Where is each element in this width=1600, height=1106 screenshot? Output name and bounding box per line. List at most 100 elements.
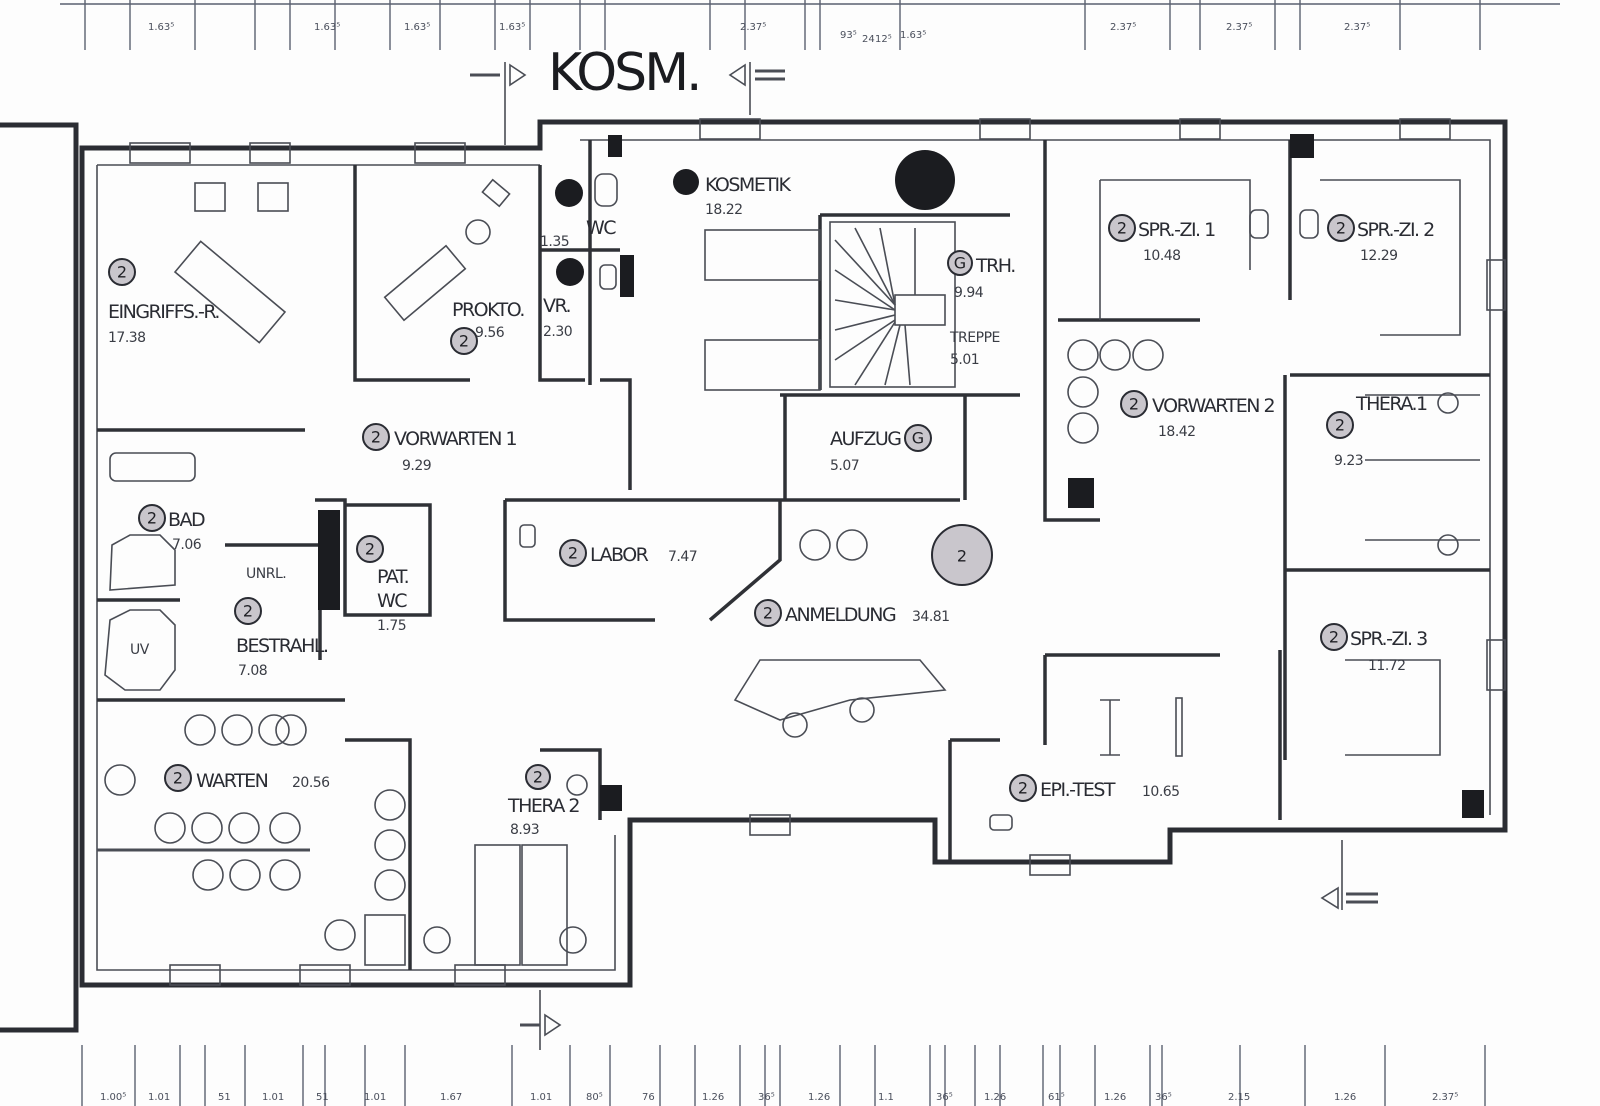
room-spr-zi-2: 2 SPR.-ZI. 212.29 bbox=[1327, 214, 1436, 264]
svg-text:VR.: VR. bbox=[543, 295, 570, 317]
svg-text:WARTEN: WARTEN bbox=[196, 770, 268, 792]
svg-text:G: G bbox=[912, 429, 924, 448]
plan-title: KOSM. bbox=[548, 43, 700, 103]
dim-bottom: 51 bbox=[316, 1092, 329, 1103]
svg-text:WC: WC bbox=[377, 590, 407, 612]
interior-walls bbox=[97, 140, 1490, 970]
dim-bottom: 36⁵ bbox=[758, 1092, 775, 1103]
svg-text:34.81: 34.81 bbox=[912, 609, 950, 625]
dim-top: 12⁵ bbox=[875, 34, 892, 45]
room-trh: G TRH.9.94 bbox=[947, 250, 1016, 301]
svg-text:BAD: BAD bbox=[168, 509, 205, 531]
svg-text:2: 2 bbox=[1018, 779, 1028, 798]
svg-text:WC: WC bbox=[586, 217, 616, 239]
dimension-chain-bottom: 1.00⁵ 1.01 51 1.01 51 1.01 1.67 1.01 80⁵… bbox=[81, 1045, 1486, 1106]
svg-text:LABOR: LABOR bbox=[590, 544, 649, 566]
room-spr-zi-3: 2 SPR.-ZI. 311.72 bbox=[1320, 623, 1429, 674]
dim-bottom: 1.01 bbox=[148, 1092, 170, 1103]
dim-top: 1.63⁵ bbox=[314, 22, 340, 33]
svg-text:TRH.: TRH. bbox=[975, 255, 1015, 277]
room-treppe: TREPPE 5.01 bbox=[949, 330, 1000, 368]
dim-bottom: 1.01 bbox=[530, 1092, 552, 1103]
room-unrl: UNRL. bbox=[246, 566, 287, 582]
dim-bottom: 2.37⁵ bbox=[1432, 1092, 1458, 1103]
svg-text:2: 2 bbox=[763, 604, 773, 623]
floor-level-badge: 2 bbox=[931, 524, 993, 586]
dim-bottom: 1.26 bbox=[1104, 1092, 1126, 1103]
svg-text:20.56: 20.56 bbox=[292, 775, 330, 791]
svg-text:ANMELDUNG: ANMELDUNG bbox=[785, 604, 896, 626]
dim-top: 2.37⁵ bbox=[1226, 22, 1252, 33]
svg-text:EPI.-TEST: EPI.-TEST bbox=[1040, 779, 1116, 801]
furniture bbox=[97, 173, 1480, 966]
room-vorwarten-1: 2 VORWARTEN 19.29 bbox=[362, 423, 518, 474]
svg-text:BESTRAHL.: BESTRAHL. bbox=[236, 635, 328, 657]
dim-bottom: 61⁵ bbox=[1048, 1092, 1065, 1103]
room-anmeldung: 2 ANMELDUNG 34.81 bbox=[754, 599, 950, 627]
dim-bottom: 51 bbox=[218, 1092, 231, 1103]
svg-text:SPR.-ZI. 1: SPR.-ZI. 1 bbox=[1138, 219, 1215, 241]
svg-text:18.42: 18.42 bbox=[1158, 424, 1196, 440]
svg-text:2: 2 bbox=[568, 544, 578, 563]
svg-text:5.07: 5.07 bbox=[830, 458, 859, 474]
svg-text:7.08: 7.08 bbox=[238, 663, 267, 679]
svg-text:2: 2 bbox=[117, 263, 127, 282]
svg-text:2: 2 bbox=[459, 332, 469, 351]
svg-text:1.75: 1.75 bbox=[377, 618, 406, 634]
staircase bbox=[829, 221, 956, 388]
dim-bottom: 36⁵ bbox=[1155, 1092, 1172, 1103]
svg-text:UNRL.: UNRL. bbox=[246, 566, 286, 582]
dim-top: 1.63⁵ bbox=[499, 22, 525, 33]
dim-bottom: 76 bbox=[642, 1092, 655, 1103]
svg-text:7.47: 7.47 bbox=[668, 549, 697, 565]
svg-text:7.06: 7.06 bbox=[172, 537, 202, 553]
shaft-markers bbox=[318, 134, 1484, 818]
svg-text:TREPPE: TREPPE bbox=[949, 330, 1000, 346]
svg-text:2: 2 bbox=[1329, 628, 1339, 647]
room-warten: 2 WARTEN 20.56 bbox=[164, 764, 331, 792]
svg-text:VORWARTEN 1: VORWARTEN 1 bbox=[394, 428, 516, 450]
dim-bottom: 1.00⁵ bbox=[100, 1092, 126, 1103]
svg-text:2: 2 bbox=[1117, 219, 1127, 238]
room-wc: WC1.35 bbox=[540, 217, 618, 250]
dim-top: 1.63⁵ bbox=[404, 22, 430, 33]
exterior-wall-inner-face bbox=[96, 139, 1491, 971]
svg-text:17.38: 17.38 bbox=[108, 330, 146, 346]
dim-top: 1.63⁵ bbox=[148, 22, 174, 33]
svg-text:10.65: 10.65 bbox=[1142, 784, 1180, 800]
svg-text:2: 2 bbox=[173, 769, 183, 788]
svg-text:2: 2 bbox=[533, 768, 543, 787]
svg-text:2: 2 bbox=[957, 547, 967, 566]
svg-text:2: 2 bbox=[243, 602, 253, 621]
dim-bottom: 1.26 bbox=[1334, 1092, 1356, 1103]
room-labor: 2 LABOR 7.47 bbox=[559, 539, 698, 567]
svg-text:2: 2 bbox=[147, 509, 157, 528]
dim-bottom: 36⁵ bbox=[936, 1092, 953, 1103]
svg-text:9.94: 9.94 bbox=[954, 285, 984, 301]
room-eingriffs: 2 EINGRIFFS.-R. 17.38 bbox=[108, 258, 220, 346]
svg-text:9.29: 9.29 bbox=[402, 458, 431, 474]
dim-bottom: 1.26 bbox=[702, 1092, 724, 1103]
adjacent-wall bbox=[0, 122, 79, 1033]
dim-top: 2.37⁵ bbox=[1110, 22, 1136, 33]
room-thera-2: 2 THERA 28.93 bbox=[507, 764, 581, 838]
dim-bottom: 1.26 bbox=[984, 1092, 1006, 1103]
svg-text:2: 2 bbox=[1335, 416, 1345, 435]
svg-text:PROKTO.: PROKTO. bbox=[452, 299, 524, 321]
dim-top: 1.63⁵ bbox=[900, 30, 926, 41]
svg-text:10.48: 10.48 bbox=[1143, 248, 1181, 264]
svg-text:2: 2 bbox=[365, 540, 375, 559]
svg-text:EINGRIFFS.-R.: EINGRIFFS.-R. bbox=[108, 301, 219, 323]
svg-text:5.01: 5.01 bbox=[950, 352, 979, 368]
dim-bottom: 2.15 bbox=[1228, 1092, 1250, 1103]
svg-text:VORWARTEN 2: VORWARTEN 2 bbox=[1152, 395, 1274, 417]
room-spr-zi-1: 2 SPR.-ZI. 1 10.48 bbox=[1108, 214, 1217, 264]
svg-text:SPR.-ZI. 2: SPR.-ZI. 2 bbox=[1357, 219, 1434, 241]
svg-text:PAT.: PAT. bbox=[377, 566, 408, 588]
room-vr: VR. 2.30 bbox=[543, 295, 573, 340]
svg-text:2.30: 2.30 bbox=[543, 324, 572, 340]
room-aufzug: AUFZUG G5.07 bbox=[830, 424, 932, 474]
svg-text:12.29: 12.29 bbox=[1360, 248, 1398, 264]
